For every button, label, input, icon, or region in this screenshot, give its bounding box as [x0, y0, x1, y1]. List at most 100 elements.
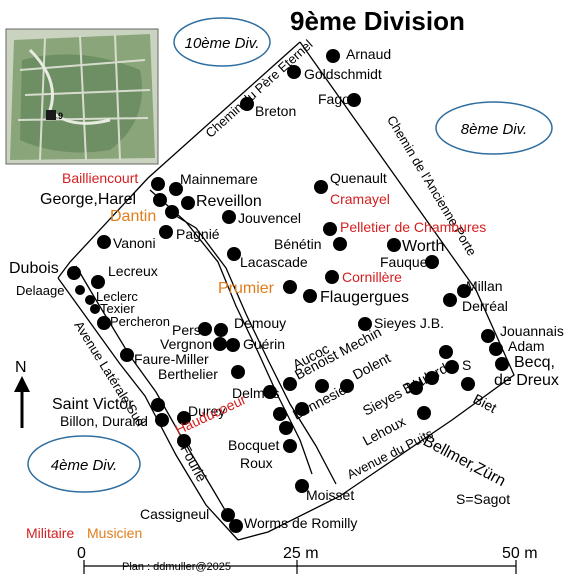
grave-marker-icon[interactable]: [240, 97, 254, 111]
grave-marker-icon[interactable]: [67, 266, 81, 280]
grave-marker-icon[interactable]: [445, 360, 459, 374]
grave-marker-icon[interactable]: [425, 371, 439, 385]
grave-marker-icon[interactable]: [214, 323, 228, 337]
grave-marker-icon[interactable]: [222, 210, 236, 224]
grave-marker-icon[interactable]: [417, 406, 431, 420]
grave-jouannais[interactable]: Jouannais: [481, 323, 564, 343]
grave-marker-icon[interactable]: [303, 289, 317, 303]
grave-fagot[interactable]: Fagot: [318, 91, 361, 107]
grave-percheron[interactable]: Percheron: [97, 314, 170, 330]
grave-pelletier-de-chambures[interactable]: Pelletier de Chambures: [323, 219, 486, 236]
grave-dantin[interactable]: Dantin: [110, 205, 179, 225]
grave-marker-icon[interactable]: [326, 49, 340, 63]
grave-marker-icon[interactable]: [181, 196, 195, 210]
grave-faure-miller[interactable]: Faure-Miller: [120, 348, 209, 367]
grave-marker-icon[interactable]: [151, 398, 165, 412]
grave-marker-icon[interactable]: [169, 182, 183, 196]
grave-marker-icon[interactable]: [315, 379, 329, 393]
grave-becq[interactable]: Becq,: [495, 354, 555, 371]
grave-marker-icon[interactable]: [358, 317, 372, 331]
grave-pagnie[interactable]: Pagnié: [159, 225, 220, 242]
grave-marker-icon[interactable]: [461, 377, 475, 391]
grave-derreal[interactable]: Derréal: [443, 293, 508, 314]
grave-mainnemare[interactable]: Mainnemare: [169, 171, 258, 196]
grave-berthelier[interactable]: Berthelier: [158, 365, 245, 382]
grave-marker-icon[interactable]: [155, 413, 169, 427]
grave-marker-icon[interactable]: [325, 270, 339, 284]
grave-billon-durand[interactable]: Billon, Durand: [60, 413, 169, 429]
grave-flaugergues[interactable]: Flaugergues: [303, 289, 409, 306]
grave-quenault[interactable]: Quenault: [314, 170, 387, 194]
grave-marker-icon[interactable]: [295, 402, 309, 416]
grave-marker-icon[interactable]: [409, 381, 423, 395]
grave-marker-icon[interactable]: [314, 180, 328, 194]
grave-marker-icon[interactable]: [323, 222, 337, 236]
grave-benetin[interactable]: Bénétin: [274, 236, 347, 252]
grave-marker-icon[interactable]: [347, 93, 361, 107]
grave-marker-icon[interactable]: [283, 280, 297, 294]
grave-worms-de-romilly[interactable]: Worms de Romilly: [229, 515, 357, 533]
grave-marker-icon[interactable]: [231, 365, 245, 379]
grave-delaage[interactable]: Delaage: [16, 283, 85, 298]
grave-marker-icon[interactable]: [425, 255, 439, 269]
grave-marker-icon[interactable]: [489, 342, 503, 356]
grave-marker-icon[interactable]: [159, 225, 173, 239]
grave-marker-icon[interactable]: [153, 193, 167, 207]
grave-george-harel[interactable]: George,Harel: [40, 191, 167, 208]
grave-vergnon[interactable]: Vergnon: [160, 336, 227, 352]
grave-leclerc[interactable]: Leclerc: [85, 289, 138, 305]
grave-marker-icon[interactable]: [226, 338, 240, 352]
grave-marker-icon[interactable]: [151, 177, 165, 191]
grave-sieyes-j-b[interactable]: Sieyes J.B.: [358, 315, 444, 331]
grave-roux[interactable]: Roux: [240, 439, 297, 471]
grave-guerin[interactable]: Guérin: [226, 336, 285, 352]
grave-marker-icon[interactable]: [91, 275, 105, 289]
grave-reveillon[interactable]: Reveillon: [181, 193, 262, 210]
grave-marker-icon[interactable]: [340, 379, 354, 393]
grave-marker-icon[interactable]: [165, 205, 179, 219]
grave-marker-icon[interactable]: [263, 385, 277, 399]
grave-lacascade[interactable]: Lacascade: [227, 247, 308, 270]
grave-marker-icon[interactable]: [481, 329, 495, 343]
grave-marker-icon[interactable]: [283, 377, 297, 391]
grave-de-dreux[interactable]: de Dreux: [494, 372, 559, 389]
grave-breton[interactable]: Breton: [240, 97, 296, 119]
grave-prumier[interactable]: Prumier: [218, 280, 297, 297]
grave-marker-icon[interactable]: [457, 284, 471, 298]
grave-bailliencourt[interactable]: Bailliencourt: [62, 170, 165, 191]
grave-marker-icon[interactable]: [283, 439, 297, 453]
grave-cassigneul[interactable]: Cassigneul: [140, 506, 235, 522]
grave-fauquet[interactable]: Fauquet: [380, 254, 439, 270]
grave-arnaud[interactable]: Arnaud: [326, 46, 391, 63]
grave-marker-icon[interactable]: [221, 508, 235, 522]
grave-marker-icon[interactable]: [85, 295, 95, 305]
grave-marker-icon[interactable]: [198, 322, 212, 336]
grave-marker-icon[interactable]: [120, 348, 134, 362]
grave-cornillere[interactable]: Cornillère: [325, 269, 402, 285]
grave-marker-icon[interactable]: [90, 304, 100, 314]
grave-adam[interactable]: Adam: [489, 338, 545, 356]
grave-moisset[interactable]: Moisset: [295, 479, 354, 503]
grave-demouy[interactable]: Demouy: [214, 315, 286, 337]
grave-marker-icon[interactable]: [97, 316, 111, 330]
grave-marker-icon[interactable]: [443, 293, 457, 307]
grave-marker-icon[interactable]: [279, 421, 293, 435]
grave-marker-icon[interactable]: [229, 519, 243, 533]
grave-marker-icon[interactable]: [333, 237, 347, 251]
grave-vanoni[interactable]: Vanoni: [97, 235, 156, 251]
grave-marker-icon[interactable]: [287, 65, 301, 79]
grave-goldschmidt[interactable]: Goldschmidt: [287, 65, 382, 82]
grave-millan[interactable]: Millan: [457, 278, 503, 298]
grave-bocquet[interactable]: Bocquet: [228, 421, 293, 453]
grave-marker-icon[interactable]: [495, 357, 509, 371]
grave-durey[interactable]: Durey: [177, 403, 225, 425]
grave-jouvencel[interactable]: Jouvencel: [222, 210, 301, 226]
grave-texier[interactable]: Texier: [90, 301, 135, 316]
grave-worth[interactable]: Worth: [387, 238, 444, 255]
grave-marker-icon[interactable]: [97, 235, 111, 249]
grave-pers[interactable]: Pers: [172, 322, 212, 338]
grave-marker-icon[interactable]: [213, 337, 227, 351]
grave-cramayel[interactable]: Cramayel: [330, 191, 390, 207]
grave-fourie[interactable]: Fourié: [177, 434, 210, 485]
grave-dubois[interactable]: Dubois: [9, 260, 81, 280]
